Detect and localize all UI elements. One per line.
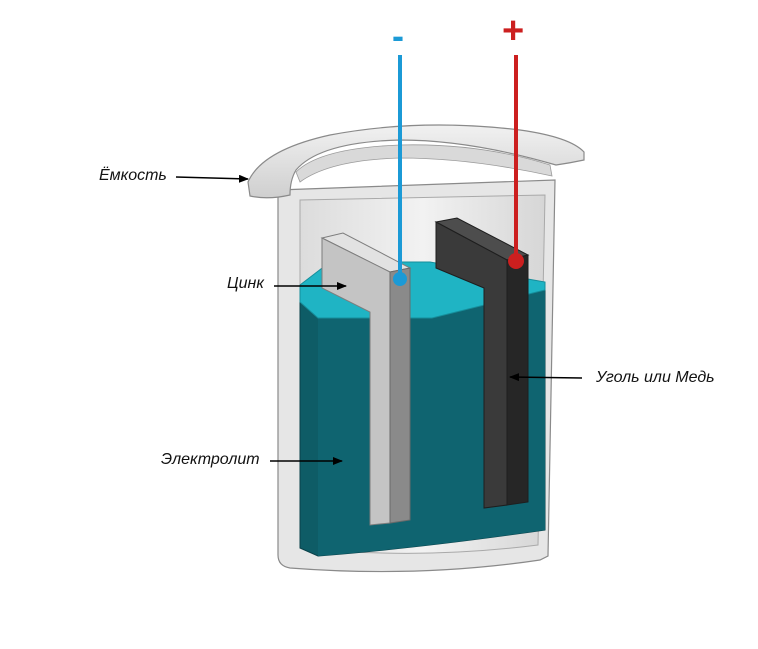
negative-terminal-sign: - — [392, 15, 404, 56]
positive-wire — [508, 55, 524, 269]
container-label: Ёмкость — [99, 167, 167, 184]
electrolyte-label: Электролит — [161, 451, 260, 468]
zinc-label: Цинк — [227, 275, 264, 292]
carbon-arrow — [509, 373, 583, 382]
container-rim-inner — [295, 144, 553, 183]
positive-contact — [508, 253, 524, 269]
negative-wire — [393, 55, 407, 286]
container-arrow — [175, 174, 249, 183]
carbon-plate-side — [506, 254, 529, 506]
zinc-plate — [320, 232, 412, 526]
carbon-copper-label: Уголь или Медь — [596, 369, 715, 386]
zinc-plate-side — [389, 267, 411, 524]
container-rim — [247, 124, 585, 199]
negative-contact — [393, 272, 407, 286]
positive-terminal-sign: + — [502, 10, 525, 52]
